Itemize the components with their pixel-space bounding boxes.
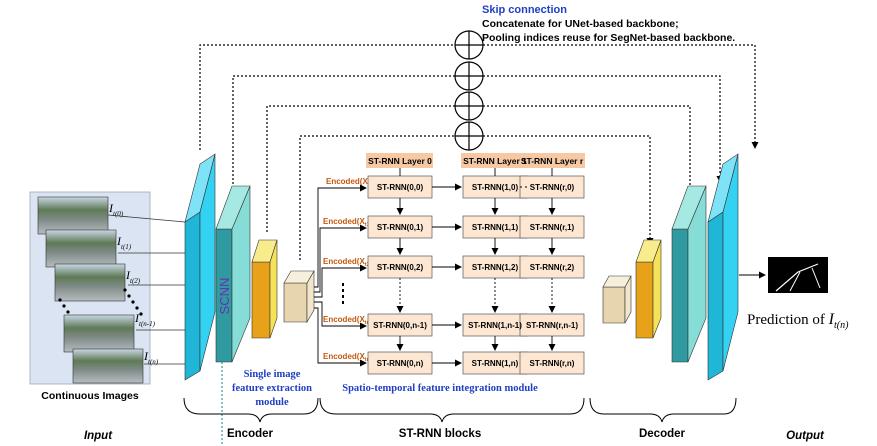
- frame-subscript: t(1): [121, 243, 132, 251]
- skip-connection-lines: [199, 44, 759, 260]
- svg-text:module: module: [255, 397, 289, 408]
- plus-circle-icon: [454, 61, 484, 91]
- svg-text:ST-RNN Layer r: ST-RNN Layer r: [521, 156, 584, 166]
- frame-subscript: t(n): [148, 358, 159, 366]
- section-braces: [183, 397, 737, 423]
- frame-label: I: [108, 201, 114, 215]
- svg-text:It(0): It(0): [108, 201, 124, 218]
- label-output: Output: [786, 430, 825, 442]
- input-caption: Continuous Images: [41, 390, 139, 402]
- frames-ellipsis: [58, 288, 143, 316]
- strnn-row: ST-RNN(0,2) ST-RNN(1,2) ST-RNN(r,2): [367, 255, 585, 279]
- input-feed-lines: [107, 214, 186, 365]
- svg-text:It(2): It(2): [125, 268, 141, 285]
- svg-text:It(1): It(1): [116, 234, 132, 251]
- label-encoder: Encoder: [227, 428, 274, 440]
- strnn-brace: [319, 397, 585, 423]
- strnn-row: ST-RNN(0,1) ST-RNN(1,1) ST-RNN(r,1): [367, 215, 585, 239]
- frame-image: [72, 348, 144, 384]
- encoded-feature-cube: [283, 269, 315, 324]
- encoder-feature-block: [251, 239, 278, 339]
- svg-text:ST-RNN Layer 0: ST-RNN Layer 0: [368, 156, 432, 166]
- section-labels: Input Encoder ST-RNN blocks Decoder Outp…: [84, 428, 825, 442]
- prediction-caption: Prediction of It(n): [747, 311, 849, 331]
- frame-label: I: [134, 311, 140, 325]
- svg-text:Encoded(Xt2): Encoded(Xt2): [323, 257, 373, 268]
- frame-subscript: t(n-1): [139, 320, 156, 328]
- frame-label: I: [125, 268, 131, 282]
- skip-connection-title: Skip connection: [482, 4, 567, 16]
- rows-ellipsis-left: [342, 283, 344, 304]
- svg-text:ST-RNN(0,0): ST-RNN(0,0): [377, 183, 424, 192]
- frame-image: [63, 314, 135, 353]
- layer-header: [518, 153, 585, 168]
- plus-circle-icon: [454, 121, 484, 151]
- frame-label: I: [143, 349, 149, 363]
- scnn-block: SCNN: [215, 185, 251, 363]
- svg-text:ST-RNN(0,n): ST-RNN(0,n): [377, 359, 424, 368]
- layer-header: [366, 153, 433, 168]
- svg-text:ST-RNN(1,n): ST-RNN(1,n): [472, 359, 519, 368]
- encoder-brace: [183, 397, 319, 423]
- svg-text:ST-RNN(r,0): ST-RNN(r,0): [530, 183, 575, 192]
- strnn-module-label: Spatio-temporal feature integration modu…: [342, 383, 538, 394]
- strnn-cell: [519, 351, 585, 375]
- frame-image: [45, 229, 117, 268]
- frame-label: I: [116, 234, 122, 248]
- svg-text:ST-RNN(1,2): ST-RNN(1,2): [472, 263, 519, 272]
- layer-header: [461, 153, 528, 168]
- svg-text:ST-RNN(1,1): ST-RNN(1,1): [472, 223, 519, 232]
- decoder-teal-layer: [671, 185, 707, 363]
- svg-text:ST-RNN(1,n-1): ST-RNN(1,n-1): [468, 321, 522, 330]
- strnn-layer-headers: ST-RNN Layer 0 ST-RNN Layer 1 ST-RNN Lay…: [366, 153, 585, 168]
- plus-circle-icon: [454, 30, 484, 60]
- svg-text:ST-RNN(0,2): ST-RNN(0,2): [377, 263, 424, 272]
- strnn-horizontal-links: [432, 183, 527, 367]
- strnn-row: ST-RNN(0,0) ST-RNN(1,0) ST-RNN(r,0): [367, 175, 585, 199]
- decoder-brace: [589, 397, 737, 423]
- svg-text:It(n-1): It(n-1): [134, 311, 156, 328]
- svg-text:ST-RNN(0,n-1): ST-RNN(0,n-1): [373, 321, 427, 330]
- input-frames: [37, 196, 144, 384]
- strnn-row: ST-RNN(0,n) ST-RNN(1,n) ST-RNN(r,n): [367, 351, 585, 375]
- skip-plus-circles: [454, 30, 484, 151]
- decoder-feature-block: [635, 239, 662, 339]
- frame-subscript: t(2): [130, 277, 141, 285]
- strnn-vertical-links: [396, 168, 556, 351]
- prediction-image: [768, 257, 828, 293]
- label-decoder: Decoder: [639, 428, 686, 440]
- encoded-bus: [314, 184, 367, 367]
- svg-text:ST-RNN(0,1): ST-RNN(0,1): [377, 223, 424, 232]
- svg-text:ST-RNN Layer 1: ST-RNN Layer 1: [463, 156, 527, 166]
- scnn-label: SCNN: [217, 278, 232, 315]
- frame-labels: It(0) It(1) It(2) It(n-1) It(n): [108, 201, 159, 366]
- frame-image: [54, 263, 126, 302]
- decoder-output-layer: [707, 153, 739, 381]
- strnn-row: ST-RNN(0,n-1) ST-RNN(1,n-1) ST-RNN(r,n-1…: [367, 313, 585, 337]
- svg-text:Encoded(Xtn): Encoded(Xtn): [323, 352, 373, 363]
- skip-connection-line2: Pooling indices reuse for SegNet-based b…: [482, 32, 735, 44]
- svg-text:ST-RNN(r,2): ST-RNN(r,2): [530, 263, 575, 272]
- svg-text:It(n): It(n): [143, 349, 159, 366]
- encoder-input-layer: [184, 153, 216, 381]
- frame-image: [37, 196, 109, 235]
- svg-text:ST-RNN(r,n): ST-RNN(r,n): [530, 359, 575, 368]
- svg-text:ST-RNN(1,0): ST-RNN(1,0): [472, 183, 519, 192]
- encoder-module-label: Single image feature extraction module: [232, 369, 312, 408]
- skip-connection-line1: Concatenate for UNet-based backbone;: [482, 18, 679, 30]
- svg-text:Encoded(Xt1): Encoded(Xt1): [323, 217, 373, 228]
- frame-subscript: t(0): [113, 210, 124, 218]
- svg-text:ST-RNN(r,1): ST-RNN(r,1): [530, 223, 575, 232]
- label-strnn: ST-RNN blocks: [399, 428, 481, 440]
- svg-text:ST-RNN(r,n-1): ST-RNN(r,n-1): [526, 321, 578, 330]
- svg-text:feature extraction: feature extraction: [232, 383, 312, 394]
- svg-text:Single image: Single image: [244, 369, 301, 380]
- label-input: Input: [84, 430, 113, 442]
- decoder-input-cube: [602, 275, 632, 324]
- plus-circle-icon: [454, 91, 484, 121]
